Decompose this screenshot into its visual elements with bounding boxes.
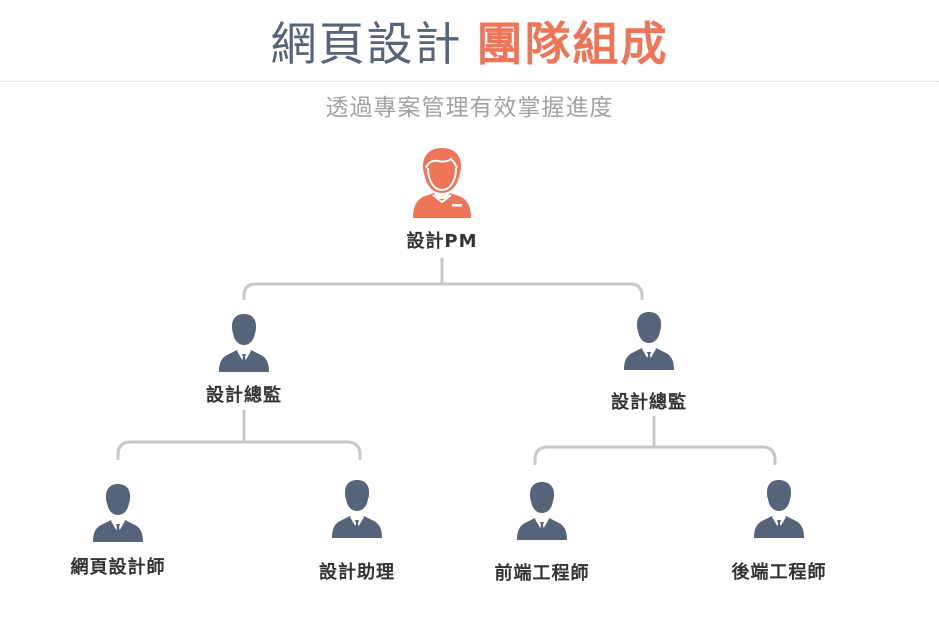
page-title: 網頁設計團隊組成	[0, 14, 939, 74]
businessman-icon	[332, 480, 382, 538]
org-node-label: 前端工程師	[494, 563, 590, 584]
person-orange-icon	[413, 148, 471, 218]
org-node-report: 後端工程師	[699, 480, 859, 585]
businessman-icon	[219, 314, 269, 372]
org-node-report: 網頁設計師	[38, 484, 198, 580]
org-node-label: 後端工程師	[731, 562, 827, 583]
org-node-root: 設計PM	[362, 146, 522, 254]
businessman-icon	[93, 484, 143, 542]
org-node-director: 設計總監	[569, 312, 729, 415]
org-node-label: 設計總監	[206, 385, 282, 406]
businessman-icon	[517, 482, 567, 540]
org-node-director: 設計總監	[164, 314, 324, 408]
org-node-report: 設計助理	[277, 480, 437, 585]
org-node-label: 網頁設計師	[70, 557, 166, 578]
businessman-icon	[624, 312, 674, 370]
dotted-divider	[0, 81, 939, 82]
org-node-label: 設計PM	[406, 231, 478, 252]
org-node-label: 設計助理	[319, 562, 395, 583]
connector-dir1-bracket	[116, 440, 362, 460]
page-subtitle: 透過專案管理有效掌握進度	[325, 95, 614, 121]
businessman-icon	[754, 480, 804, 538]
title-main: 網頁設計	[270, 17, 463, 71]
connector-dir2-bracket	[533, 445, 777, 465]
org-node-report: 前端工程師	[462, 482, 622, 586]
org-node-label: 設計總監	[611, 392, 687, 413]
title-highlight: 團隊組成	[476, 17, 669, 71]
connector-root-bracket	[242, 282, 644, 300]
